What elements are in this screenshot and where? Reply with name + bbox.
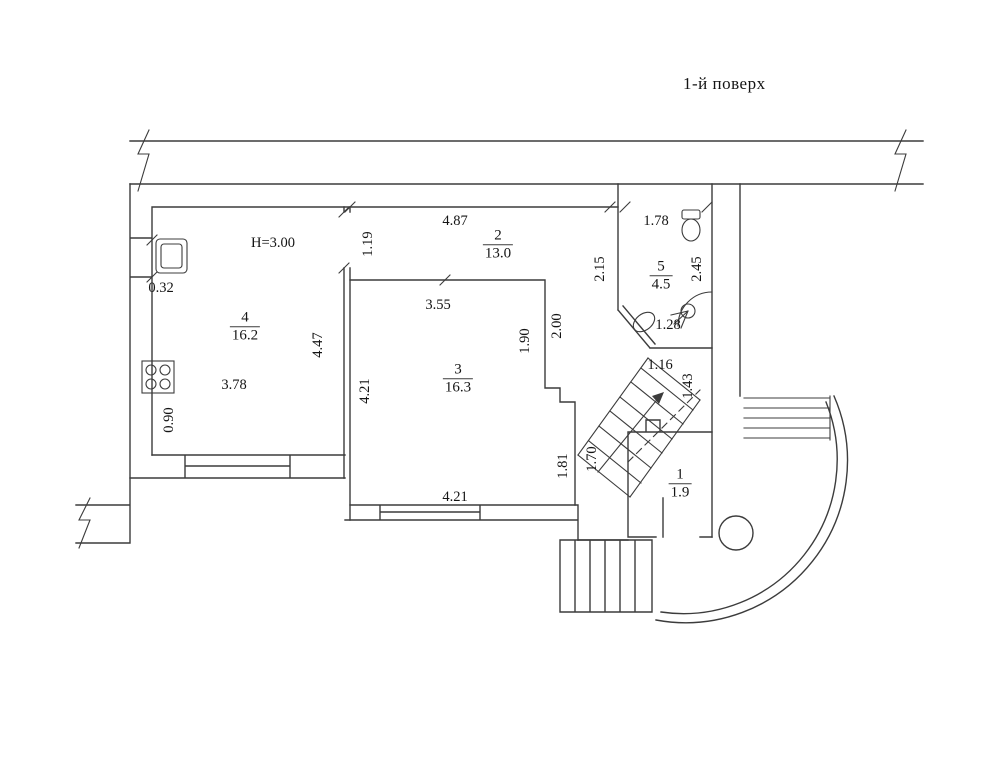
room-area: 16.2 <box>231 327 259 344</box>
left-walls <box>75 183 619 544</box>
partition-room4-room2 <box>343 206 351 521</box>
top-exterior-wall <box>129 140 924 185</box>
stove-icon <box>141 360 175 394</box>
balcony <box>655 395 849 624</box>
dim-label: 4.87 <box>442 212 468 229</box>
dim-label: 1.70 <box>583 446 600 472</box>
dim-label: 1.16 <box>647 356 673 373</box>
dim-label: 1.78 <box>643 212 669 229</box>
room4-bottom-wall-window <box>129 454 346 479</box>
room-area: 4.5 <box>651 276 671 293</box>
room-label-1: 1 1.9 <box>668 466 692 502</box>
dim-label: 1.28 <box>655 316 681 333</box>
dim-label: 1.43 <box>679 373 696 399</box>
wall-break-marks <box>78 129 907 549</box>
room-area: 1.9 <box>670 484 690 501</box>
room-area: 16.3 <box>444 379 472 396</box>
dim-label: 0.32 <box>148 279 174 296</box>
dim-label: 1.81 <box>554 453 571 479</box>
room-number: 3 <box>442 361 474 380</box>
column <box>718 515 754 551</box>
room3-walls <box>344 279 579 541</box>
room-label-4: 4 16.2 <box>229 309 261 345</box>
dim-label: 4.47 <box>309 332 326 358</box>
room-number: 4 <box>229 309 261 328</box>
dim-label: 0.90 <box>160 407 177 433</box>
washbasin-shower-icon <box>632 291 713 333</box>
room-label-3: 3 16.3 <box>442 361 474 397</box>
dim-label: 3.78 <box>221 376 247 393</box>
kitchen-sink-icon <box>155 238 188 274</box>
right-walls <box>711 183 741 538</box>
dim-label: 4.21 <box>356 378 373 404</box>
dim-label: 2.15 <box>591 256 608 282</box>
room-label-2: 2 13.0 <box>482 227 514 263</box>
room-number: 2 <box>482 227 514 246</box>
room-number: 5 <box>649 258 673 277</box>
dim-label: 4.21 <box>442 488 468 505</box>
dim-label: 1.90 <box>516 328 533 354</box>
dimension-ticks <box>146 201 713 286</box>
page-title: 1-й поверх <box>683 74 766 93</box>
dim-label: H=3.00 <box>250 234 296 251</box>
room-number: 1 <box>668 466 692 485</box>
dim-label: 2.00 <box>548 313 565 339</box>
dim-label: 1.19 <box>359 231 376 257</box>
dim-label: 2.45 <box>688 256 705 282</box>
toilet-icon <box>681 209 701 242</box>
entrance-steps <box>559 539 653 613</box>
stairs <box>577 357 701 498</box>
room1-walls <box>627 419 713 538</box>
room-label-5: 5 4.5 <box>649 258 673 294</box>
dim-label: 3.55 <box>425 296 451 313</box>
room-area: 13.0 <box>484 245 512 262</box>
